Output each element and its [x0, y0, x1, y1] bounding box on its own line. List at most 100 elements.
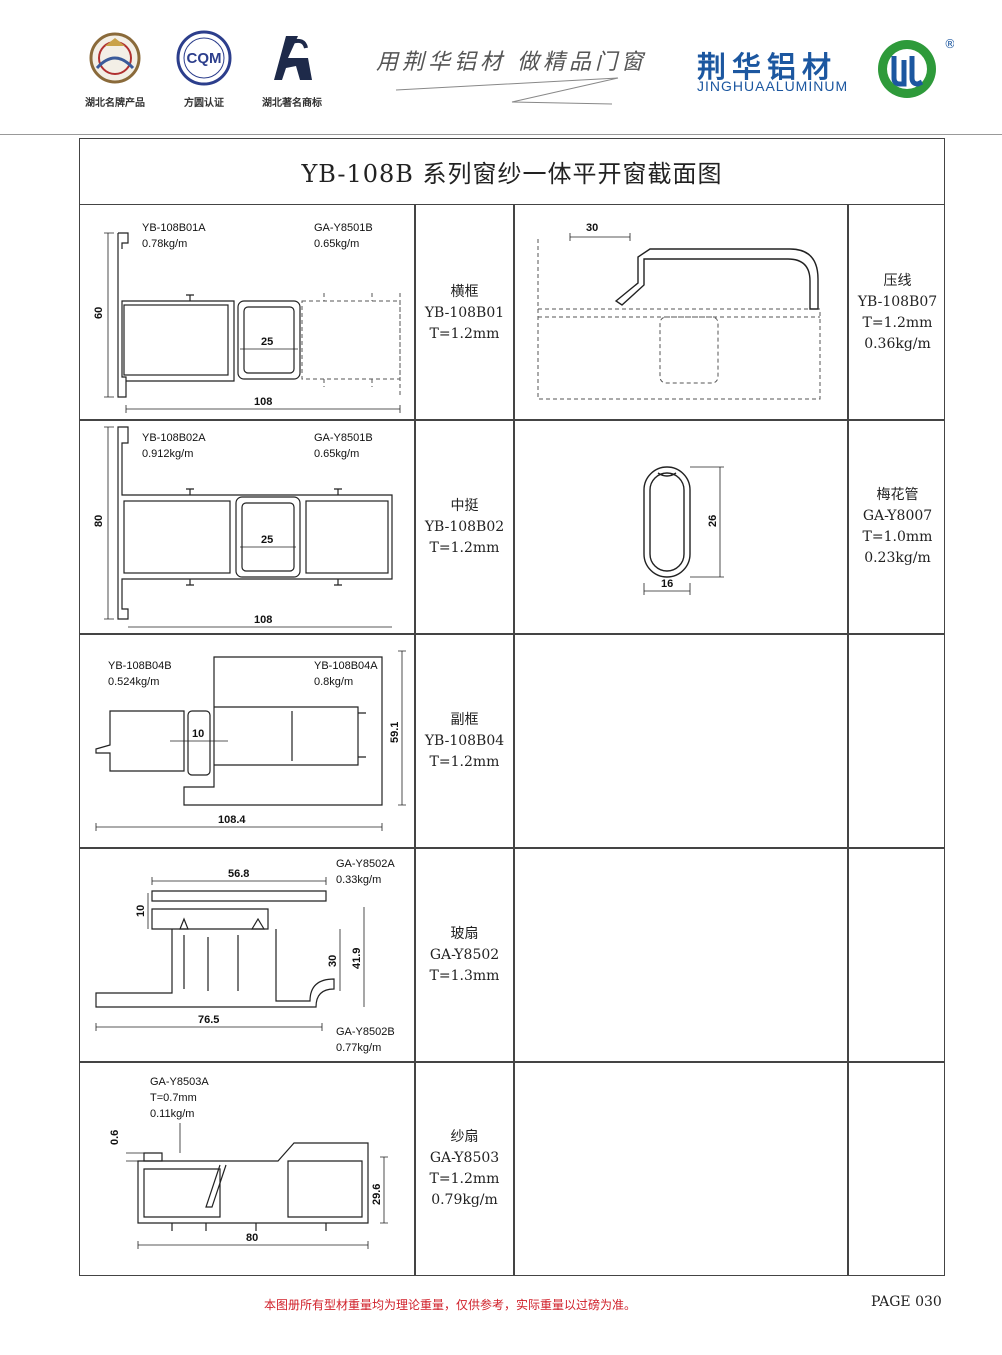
slogan-swoosh-icon	[395, 77, 619, 105]
dimension-label: 60	[93, 307, 105, 319]
dimension-label: 29.6	[371, 1184, 383, 1205]
part-weight: 0.912kg/m	[142, 448, 193, 460]
part-weight: 0.78kg/m	[142, 238, 187, 250]
registered-mark: ®	[944, 37, 954, 51]
part-code: GA-Y8501B	[314, 432, 373, 444]
profile-code: GA-Y8503	[429, 1150, 500, 1166]
profile-name: 纱扇	[450, 1129, 479, 1145]
profile-label-bead: 压线 YB-108B07 T=1.2mm 0.36kg/m	[849, 207, 946, 419]
dimension-label: 10	[192, 728, 204, 740]
profile-code: GA-Y8502	[429, 946, 500, 963]
page-title: YB-108B 系列窗纱一体平开窗截面图	[301, 160, 723, 188]
page-header: 湖北名牌产品 CQM 方圆认证 湖北著名商标 用荆华铝材 做精品门窗 荆华铝材 …	[0, 0, 1002, 136]
dimension-label: 30	[327, 955, 339, 967]
badge-caption: 湖北著名商标	[262, 98, 322, 109]
dimension-label: 76.5	[198, 1014, 219, 1026]
profile-weight: 0.79kg/m	[431, 1192, 498, 1208]
profile-drawing-mullion: YB-108B02A 0.912kg/m GA-Y8501B 0.65kg/m …	[93, 426, 393, 628]
row-divider	[80, 633, 944, 635]
dimension-label: 30	[586, 222, 598, 234]
profile-code: GA-Y8007	[862, 508, 933, 524]
trademark-icon	[274, 36, 312, 80]
profile-code: YB-108B01	[424, 304, 505, 321]
profile-drawing-tube: 26 16	[643, 466, 724, 595]
profile-thickness: T=1.2mm	[862, 315, 933, 331]
profile-thickness: T=1.0mm	[862, 529, 933, 545]
profile-label-frame: 横框 YB-108B01 T=1.2mm	[416, 207, 513, 419]
brand-name-en: JINGHUAALUMINUM	[697, 78, 849, 94]
dimension-label: 56.8	[228, 868, 249, 880]
profile-thickness: T=1.3mm	[429, 967, 500, 984]
hubei-brand-badge: 湖北名牌产品	[75, 28, 155, 109]
part-weight: 0.8kg/m	[314, 676, 353, 688]
row-divider	[80, 1061, 944, 1063]
dimension-label: 80	[246, 1232, 258, 1244]
part-thickness: T=0.7mm	[150, 1092, 197, 1104]
profile-weight: 0.23kg/m	[864, 550, 931, 566]
badge-caption: 湖北名牌产品	[85, 98, 145, 109]
weight-disclaimer: 本图册所有型材重量均为理论重量，仅供参考，实际重量以过磅为准。	[264, 1298, 637, 1312]
cqm-icon: CQM	[176, 30, 232, 86]
profile-thickness: T=1.2mm	[429, 1171, 500, 1187]
slogan: 用荆华铝材 做精品门窗	[376, 50, 647, 75]
part-code: GA-Y8503A	[150, 1076, 209, 1088]
profile-thickness: T=1.2mm	[429, 539, 500, 556]
profile-code: YB-108B07	[857, 294, 938, 310]
dimension-label: 26	[707, 515, 719, 527]
column-divider	[414, 205, 416, 1275]
cqm-badge: CQM 方圆认证	[164, 28, 244, 109]
dimension-label: 25	[261, 336, 273, 348]
section-table: YB-108B 系列窗纱一体平开窗截面图 YB-108B01A 0.78kg/m…	[79, 138, 945, 1276]
profile-label-glass-sash: 玻扇 GA-Y8502 T=1.3mm	[416, 849, 513, 1061]
cqm-mark: CQM	[187, 50, 222, 67]
profile-label-subframe: 副框 YB-108B04 T=1.2mm	[416, 635, 513, 847]
profile-label-screen-sash: 纱扇 GA-Y8503 T=1.2mm 0.79kg/m	[416, 1063, 513, 1275]
profile-name: 中挺	[450, 497, 479, 514]
profile-name: 副框	[450, 711, 479, 728]
dimension-label: 80	[93, 515, 105, 527]
row-divider	[80, 847, 944, 849]
profile-name: 横框	[450, 283, 479, 300]
profile-code: YB-108B02	[424, 518, 505, 535]
part-code: YB-108B01A	[142, 222, 206, 234]
profile-name: 梅花管	[876, 487, 919, 503]
profile-thickness: T=1.2mm	[429, 753, 500, 770]
profile-drawing-frame: YB-108B01A 0.78kg/m GA-Y8501B 0.65kg/m 6…	[93, 222, 401, 413]
profile-label-tube: 梅花管 GA-Y8007 T=1.0mm 0.23kg/m	[849, 421, 946, 633]
part-code: GA-Y8501B	[314, 222, 373, 234]
dimension-label: 108	[254, 614, 272, 626]
part-code: YB-108B04A	[314, 660, 378, 672]
profile-drawing-bead: 30	[537, 222, 821, 400]
header-divider	[0, 134, 1002, 135]
company-logo-icon: ®	[878, 37, 954, 98]
part-code: GA-Y8502B	[336, 1026, 395, 1038]
part-weight: 0.524kg/m	[108, 676, 159, 688]
trademark-badge: 湖北著名商标	[252, 28, 332, 109]
badge-caption: 方圆认证	[184, 98, 224, 109]
title-row: YB-108B 系列窗纱一体平开窗截面图	[80, 139, 944, 205]
profile-drawing-glass-sash: GA-Y8502A 0.33kg/m GA-Y8502B 0.77kg/m 56…	[95, 858, 395, 1054]
column-divider	[847, 205, 849, 1275]
part-weight: 0.65kg/m	[314, 238, 359, 250]
part-weight: 0.77kg/m	[336, 1042, 381, 1054]
profile-code: YB-108B04	[424, 732, 505, 749]
profile-weight: 0.36kg/m	[864, 336, 931, 352]
profile-name: 压线	[883, 273, 912, 289]
profile-drawing-screen-sash: GA-Y8503A T=0.7mm 0.11kg/m 0.6 29.6 80	[109, 1076, 388, 1249]
dimension-label: 25	[261, 534, 273, 546]
part-code: YB-108B02A	[142, 432, 206, 444]
dimension-label: 108	[254, 396, 272, 408]
profile-name: 玻扇	[450, 925, 479, 942]
dimension-label: 41.9	[351, 948, 363, 969]
dimension-label: 59.1	[389, 722, 401, 743]
dimension-label: 16	[661, 578, 673, 590]
profile-label-mullion: 中挺 YB-108B02 T=1.2mm	[416, 421, 513, 633]
part-code: GA-Y8502A	[336, 858, 395, 870]
emblem-icon	[89, 32, 141, 84]
dimension-label: 108.4	[218, 814, 246, 826]
profile-drawing-subframe: YB-108B04B 0.524kg/m YB-108B04A 0.8kg/m …	[95, 650, 406, 831]
row-divider	[80, 419, 944, 421]
column-divider	[513, 205, 515, 1275]
part-weight: 0.33kg/m	[336, 874, 381, 886]
brand-name-cn: 荆华铝材	[697, 50, 838, 84]
